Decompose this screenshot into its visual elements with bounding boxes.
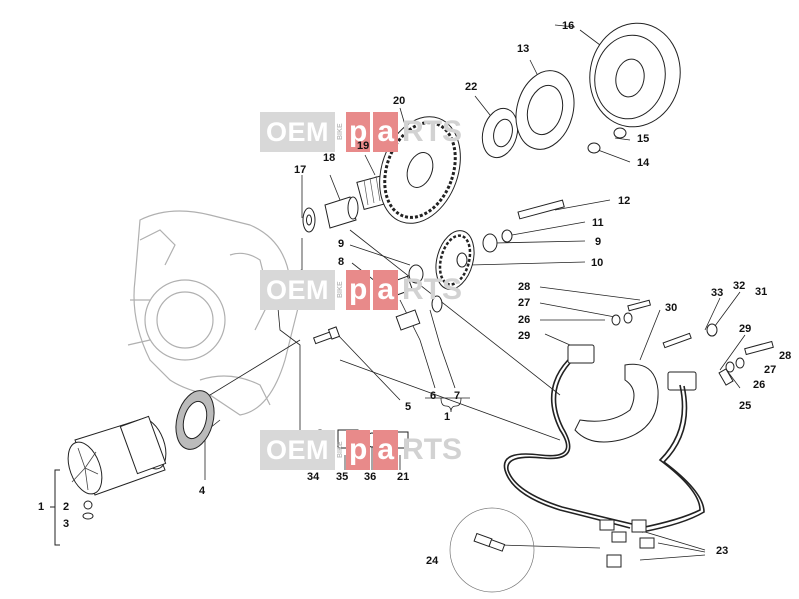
part-label-35: 35 <box>336 471 349 483</box>
watermark-p: p <box>346 430 371 470</box>
part-label-16: 16 <box>562 20 575 32</box>
part-label-36: 36 <box>364 471 377 483</box>
watermark-oem: OEM <box>260 112 336 152</box>
leader-lines <box>194 24 746 561</box>
part-label-26-top: 26 <box>518 314 531 326</box>
connectors <box>449 507 655 593</box>
bolt <box>312 326 341 345</box>
part-label-17: 17 <box>294 164 307 176</box>
watermark: OEM BIKE p a RTS <box>260 112 462 152</box>
part-label-23: 23 <box>716 545 729 557</box>
part-label-3: 3 <box>63 518 70 530</box>
part-label-25: 25 <box>739 400 752 412</box>
part-label-8: 8 <box>338 256 345 268</box>
wiring-harness <box>503 359 705 533</box>
part-label-1-subgroup: 1 <box>444 411 451 423</box>
part-label-26-right: 26 <box>753 379 766 391</box>
watermark-oem: OEM <box>260 270 336 310</box>
part-label-14: 14 <box>637 157 650 169</box>
part-label-9-left: 9 <box>338 238 345 250</box>
freewheel-assembly <box>481 22 681 159</box>
part-label-15: 15 <box>637 133 650 145</box>
part-label-33: 33 <box>711 287 724 299</box>
watermark-p: p <box>346 112 371 152</box>
watermark: OEM BIKE p a RTS <box>260 430 462 470</box>
pickup-stator <box>567 299 774 443</box>
part-label-28-top: 28 <box>518 281 531 293</box>
watermark-rts: RTS <box>402 115 463 148</box>
starter-motor <box>67 415 167 520</box>
group-bracket <box>50 469 60 546</box>
part-label-13: 13 <box>517 43 530 55</box>
part-label-20: 20 <box>393 95 406 107</box>
part-label-11: 11 <box>592 217 604 229</box>
part-label-21: 21 <box>397 471 410 483</box>
part-label-18: 18 <box>323 152 336 164</box>
watermark-p: p <box>346 270 371 310</box>
gasket <box>175 390 215 450</box>
part-label-32: 32 <box>733 280 746 292</box>
watermark-bike: BIKE <box>337 123 345 141</box>
part-label-7: 7 <box>454 390 461 402</box>
part-label-31: 31 <box>755 286 768 298</box>
part-label-10: 10 <box>591 257 604 269</box>
watermark-oem: OEM <box>260 430 336 470</box>
part-label-19: 19 <box>357 140 370 152</box>
part-label-12: 12 <box>618 195 631 207</box>
watermark: OEM BIKE p a RTS <box>260 270 462 310</box>
large-gear <box>379 116 461 224</box>
part-label-22: 22 <box>465 81 478 93</box>
part-label-4: 4 <box>199 485 206 497</box>
part-label-27-right: 27 <box>764 364 777 376</box>
watermark-a: a <box>373 112 399 152</box>
watermark-rts: RTS <box>402 433 463 466</box>
part-label-27-top: 27 <box>518 297 531 309</box>
part-label-5: 5 <box>405 401 412 413</box>
part-label-29-top: 29 <box>518 330 531 342</box>
watermark-bike: BIKE <box>337 441 345 459</box>
part-label-29-right: 29 <box>739 323 752 335</box>
part-label-9-right: 9 <box>595 236 602 248</box>
part-label-1: 1 <box>38 501 45 513</box>
engine-case <box>127 210 301 416</box>
part-label-2: 2 <box>63 501 70 513</box>
part-label-30: 30 <box>665 302 678 314</box>
watermark-a: a <box>373 430 399 470</box>
part-label-34: 34 <box>307 471 320 483</box>
part-label-24: 24 <box>426 555 439 567</box>
watermark-rts: RTS <box>402 273 463 306</box>
part-label-28-right: 28 <box>779 350 792 362</box>
watermark-a: a <box>373 270 399 310</box>
part-label-6: 6 <box>430 390 437 402</box>
watermark-bike: BIKE <box>337 281 345 299</box>
